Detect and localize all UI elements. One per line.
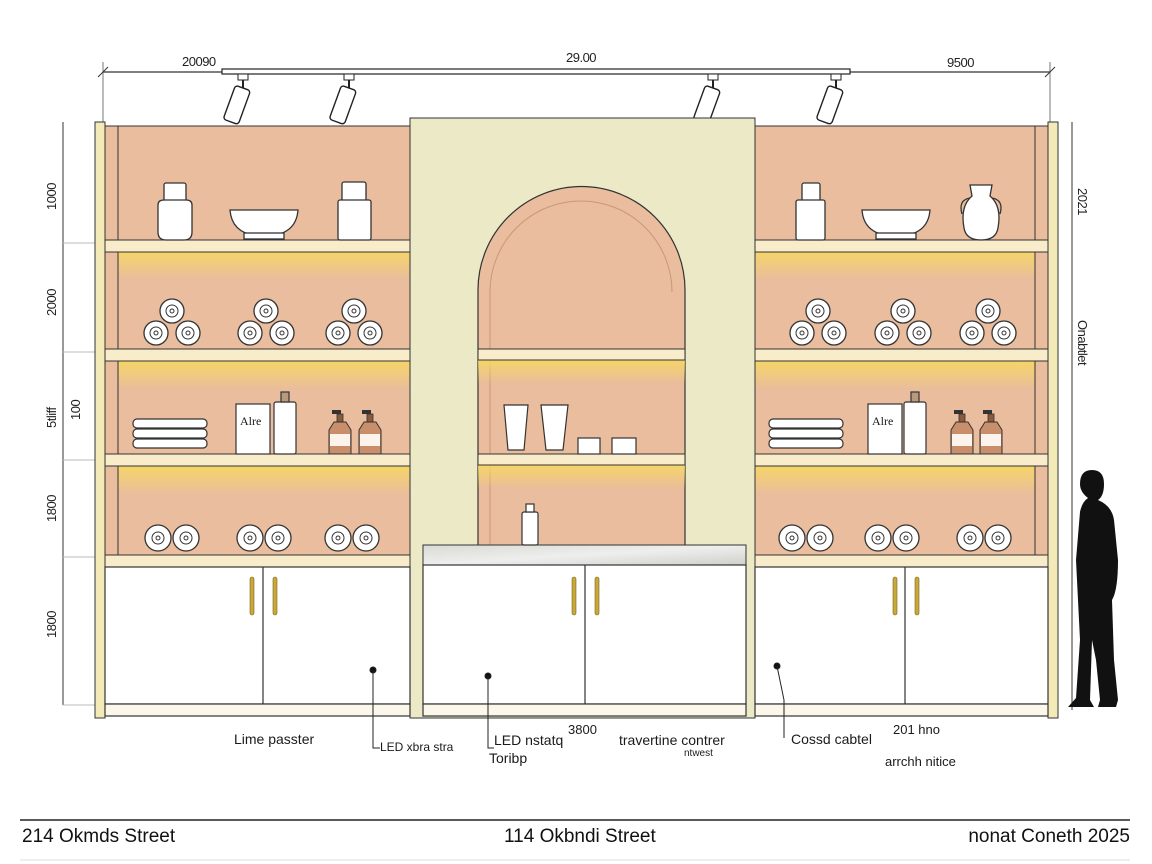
callout-arch-niche: arrchh nitice (885, 754, 956, 769)
left-dim-2: 2000 (44, 289, 59, 316)
top-dim-right: 9500 (947, 55, 974, 70)
left-dim-5: 1800 (44, 495, 59, 522)
spotlight-icon (328, 73, 358, 126)
lower-cabinets (104, 564, 1049, 717)
callout-travertine-sub: ntwest (684, 748, 713, 759)
callout-travertine: travertine contrer (619, 732, 725, 748)
folded-towels (132, 418, 208, 449)
callout-dim-201: 201 hno (893, 722, 940, 737)
folded-towels (768, 418, 844, 449)
right-dim-2: Onabtlet (1075, 320, 1090, 366)
product-label: Alre (240, 414, 262, 428)
left-dim-1: 1000 (44, 183, 59, 210)
product-bottles (235, 391, 927, 546)
callout-closed-cabinet: Cossd cabtel (791, 731, 872, 747)
product-label: Alre (872, 414, 894, 428)
right-shelving-bay (754, 125, 1049, 568)
right-dim-1: 2021 (1075, 188, 1090, 215)
right-post (1047, 121, 1059, 719)
lighting-track (221, 68, 851, 75)
spotlight-icon (692, 73, 722, 126)
top-dim-center: 29.00 (566, 50, 597, 65)
human-scale-figure (1068, 470, 1118, 707)
cabinet-handles (249, 576, 920, 616)
footer-address-center: 114 Okbndi Street (504, 826, 656, 847)
top-shelf-decor (157, 181, 1002, 241)
left-dim-3: 5tliff (44, 407, 59, 428)
spotlight-icon (815, 73, 845, 126)
footer-date: nonat Coneth 2025 (968, 826, 1130, 847)
callout-leaders (369, 662, 785, 749)
callout-dim-3800: 3800 (568, 722, 597, 737)
footer-address-left: 214 Okmds Street (22, 826, 176, 847)
spotlight-icon (222, 73, 252, 126)
left-post (94, 121, 106, 719)
callout-led-strip: LED xbra stra (380, 740, 454, 754)
callout-lime-plaster: Lime passter (234, 731, 315, 747)
travertine-counter (422, 544, 747, 566)
callout-led-sub: Toribp (489, 750, 528, 766)
left-dim-4: 100 (68, 399, 83, 420)
callout-led-note: LED nstatq (494, 732, 564, 748)
top-dim-left: 20090 (182, 54, 216, 69)
left-dim-6: 1800 (44, 611, 59, 638)
